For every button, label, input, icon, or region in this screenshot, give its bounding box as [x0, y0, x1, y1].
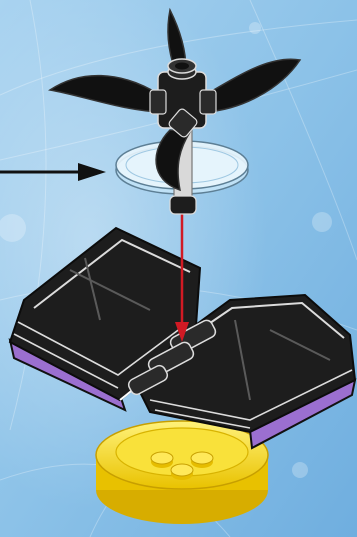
yellow-round-base	[96, 421, 268, 524]
